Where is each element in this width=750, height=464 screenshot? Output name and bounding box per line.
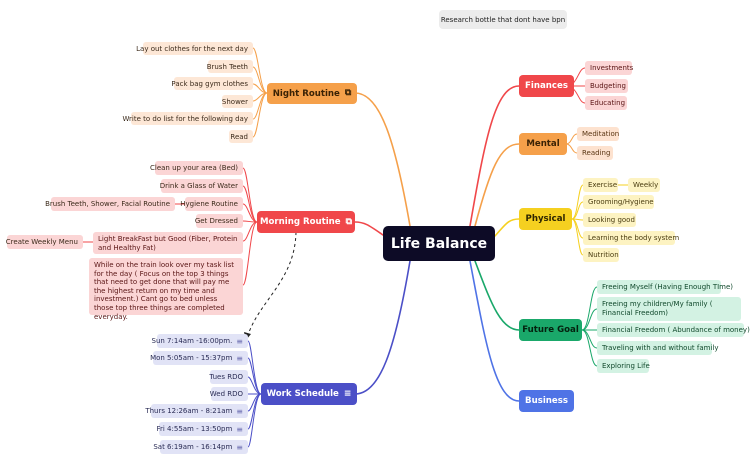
future-item[interactable]: Exploring Life	[597, 359, 650, 373]
notes-icon[interactable]: ≡	[236, 424, 243, 434]
notes-icon[interactable]: ≡	[236, 442, 243, 452]
night-item[interactable]: Pack bag gym clothes	[171, 77, 253, 90]
physical-item[interactable]: Nutrition	[583, 248, 619, 262]
branch-finances[interactable]: Finances	[519, 75, 574, 97]
branch-morning-routine[interactable]: Morning Routine ⧉	[257, 211, 355, 233]
branch-work-schedule[interactable]: Work Schedule ≡	[261, 383, 357, 405]
morning-item[interactable]: Get Dressed	[195, 214, 243, 228]
work-item[interactable]: Thurs 12:26am - 8:21am≡	[145, 404, 248, 418]
branch-night-routine[interactable]: Night Routine ⧉	[267, 83, 357, 104]
branch-physical[interactable]: Physical	[519, 208, 572, 230]
work-item[interactable]: Tues RDO	[209, 370, 248, 384]
breakfast-sub-item[interactable]: Create Weekly Menu	[6, 235, 83, 249]
external-link-icon[interactable]: ⧉	[344, 88, 352, 98]
morning-item[interactable]: Light BreakFast but Good (Fiber, Protein…	[93, 232, 243, 254]
work-item-label: Sat 6:19am - 16:14pm	[153, 443, 233, 451]
finances-item[interactable]: Educating	[585, 96, 627, 110]
physical-item[interactable]: Exercise	[583, 178, 618, 192]
work-item[interactable]: Sat 6:19am - 16:14pm≡	[153, 440, 248, 454]
notes-icon[interactable]: ≡	[236, 336, 243, 346]
physical-item[interactable]: Learning the body system	[583, 231, 679, 245]
work-item-label: Fri 4:55am - 13:50pm	[156, 425, 233, 433]
future-item[interactable]: Freeing Myself (Having Enough TIme)	[597, 280, 733, 294]
night-item[interactable]: Write to do list for the following day	[122, 112, 253, 125]
future-item[interactable]: Freeing my children/My family ( Financia…	[597, 297, 741, 321]
branch-title: Night Routine	[272, 88, 340, 99]
work-item-label: Tues RDO	[209, 373, 243, 381]
exercise-sub-item[interactable]: Weekly	[628, 178, 660, 192]
notes-icon[interactable]: ≡	[236, 406, 243, 416]
work-item-label: Sun 7:14am -16:00pm.	[151, 337, 233, 345]
mental-item[interactable]: Reading	[577, 146, 613, 160]
note-research-bottle[interactable]: Research bottle that dont have bpn	[439, 10, 567, 29]
morning-item[interactable]: Hygiene Routine	[180, 197, 243, 211]
external-link-icon[interactable]: ⧉	[345, 216, 353, 227]
night-item[interactable]: Shower	[222, 95, 253, 108]
hygiene-sub-item[interactable]: Brush Teeth, Shower, Facial Routine	[45, 197, 175, 211]
night-item[interactable]: Lay out clothes for the next day	[136, 42, 253, 55]
morning-item[interactable]: While on the train look over my task lis…	[89, 258, 243, 321]
physical-item[interactable]: Looking good	[583, 213, 636, 227]
morning-item[interactable]: Drink a Glass of Water	[160, 179, 243, 193]
work-item-label: Thurs 12:26am - 8:21am	[145, 407, 233, 415]
work-item[interactable]: Sun 7:14am -16:00pm.≡	[152, 334, 248, 348]
work-item[interactable]: Fri 4:55am - 13:50pm≡	[156, 422, 248, 436]
branch-business[interactable]: Business	[519, 390, 574, 412]
finances-item[interactable]: Budgeting	[585, 79, 628, 93]
mental-item[interactable]: Meditation	[577, 127, 619, 141]
branch-title: Morning Routine	[259, 217, 341, 227]
night-item[interactable]: Brush Teeth	[207, 60, 253, 73]
work-item-label: Wed RDO	[209, 390, 243, 398]
notes-icon[interactable]: ≡	[343, 388, 352, 399]
future-item[interactable]: Financial Freedom ( Abundance of money)	[597, 323, 750, 337]
work-item[interactable]: Mon 5:05am - 15:37pm≡	[150, 351, 248, 365]
branch-title: Work Schedule	[266, 389, 339, 399]
work-item[interactable]: Wed RDO	[209, 387, 248, 401]
physical-item[interactable]: Grooming/Hygiene	[583, 195, 654, 209]
work-item-label: Mon 5:05am - 15:37pm	[150, 354, 233, 362]
future-item[interactable]: Traveling with and without family	[597, 341, 718, 355]
finances-item[interactable]: Investments	[585, 61, 633, 75]
branch-mental[interactable]: Mental	[519, 133, 567, 155]
night-item[interactable]: Read	[229, 130, 253, 143]
notes-icon[interactable]: ≡	[236, 353, 243, 363]
branch-future-goal[interactable]: Future Goal	[519, 319, 582, 341]
central-topic[interactable]: Life Balance	[383, 226, 495, 261]
morning-item[interactable]: Clean up your area (Bed)	[150, 161, 243, 175]
